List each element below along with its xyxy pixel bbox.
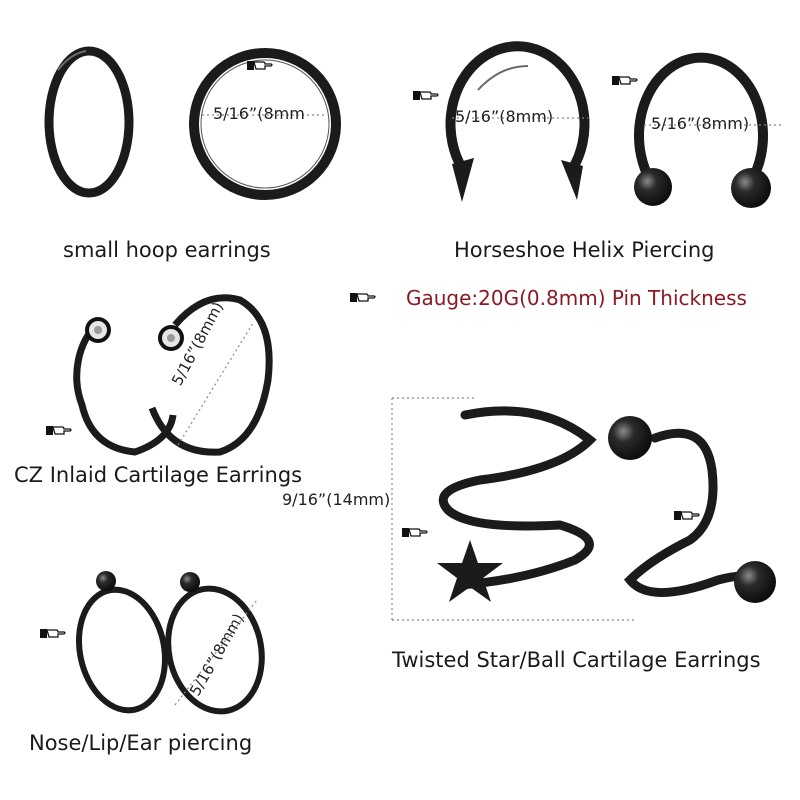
- horseshoe-spike-piercing: [445, 41, 590, 202]
- small-hoop-earring-left: [44, 46, 134, 198]
- pointing-hand-icon: [246, 60, 273, 71]
- horseshoe-left-dimension-label: 5/16”(8mm): [455, 107, 554, 126]
- cz-cartilage-earring-left: [73, 317, 177, 456]
- hoop-caption: small hoop earrings: [63, 238, 271, 262]
- horseshoe-right-dimension-label: 5/16”(8mm): [651, 114, 750, 133]
- horseshoe-caption: Horseshoe Helix Piercing: [454, 238, 715, 262]
- twisted-dimension-label: 9/16”(14mm): [282, 490, 391, 509]
- nose-caption: Nose/Lip/Ear piercing: [29, 731, 253, 755]
- gauge-caption: Gauge:20G(0.8mm) Pin Thickness: [406, 286, 747, 310]
- nose-ring-left: [76, 571, 168, 714]
- pointing-hand-icon: [412, 90, 439, 101]
- twisted-ball-cartilage-earring: [608, 416, 776, 603]
- cz-caption: CZ Inlaid Cartilage Earrings: [14, 463, 303, 487]
- pointing-hand-icon: [673, 510, 700, 521]
- horseshoe-ball-piercing: [634, 52, 784, 208]
- twisted-star-cartilage-earring: [437, 406, 597, 602]
- nose-ring-right: [165, 572, 265, 715]
- pointing-hand-icon: [45, 425, 72, 436]
- twisted-caption: Twisted Star/Ball Cartilage Earrings: [392, 648, 761, 672]
- pointing-hand-icon: [611, 75, 638, 86]
- twisted-dimension-guide: [391, 397, 635, 621]
- hoop-dimension-label: 5/16”(8mm: [213, 104, 305, 123]
- pointing-hand-icon: [39, 628, 66, 639]
- small-hoop-earring-right: [189, 48, 341, 200]
- pointing-hand-icon: [401, 527, 428, 538]
- gauge-callout: Gauge:20G(0.8mm) Pin Thickness: [350, 286, 747, 310]
- cz-cartilage-earring-right: [148, 294, 273, 456]
